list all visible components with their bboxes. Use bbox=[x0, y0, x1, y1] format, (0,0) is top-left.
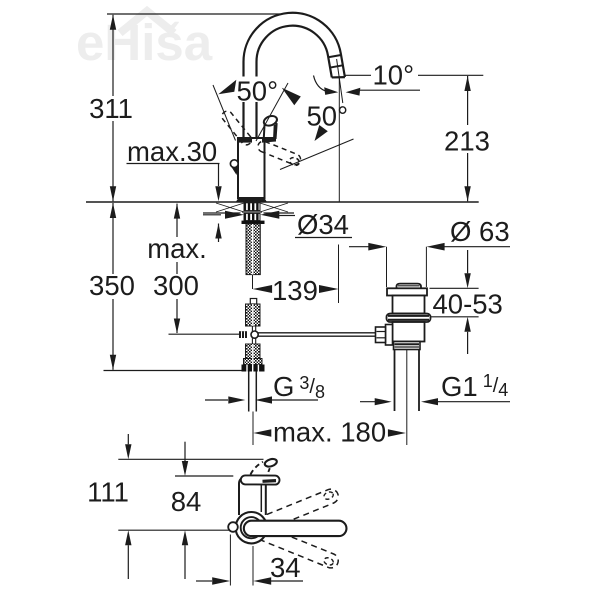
svg-text:10°: 10° bbox=[373, 60, 415, 91]
svg-text:84: 84 bbox=[171, 486, 202, 517]
svg-text:Ø 63: Ø 63 bbox=[450, 216, 510, 247]
svg-text:350: 350 bbox=[89, 270, 135, 301]
svg-text:139: 139 bbox=[272, 275, 318, 306]
svg-text:300: 300 bbox=[153, 270, 199, 301]
svg-text:G1 1/4: G1 1/4 bbox=[441, 371, 508, 402]
svg-text:50°: 50° bbox=[307, 101, 349, 132]
svg-text:213: 213 bbox=[444, 126, 490, 157]
svg-text:34: 34 bbox=[270, 552, 301, 583]
svg-text:max.30: max.30 bbox=[127, 136, 217, 167]
svg-text:50°: 50° bbox=[237, 76, 279, 107]
svg-text:40-53: 40-53 bbox=[433, 289, 503, 320]
svg-text:111: 111 bbox=[87, 477, 129, 508]
svg-text:Ø34: Ø34 bbox=[297, 209, 349, 240]
svg-text:311: 311 bbox=[89, 93, 133, 124]
svg-text:eHiša: eHiša bbox=[76, 14, 213, 71]
svg-text:max. 180: max. 180 bbox=[273, 417, 386, 448]
svg-text:max.: max. bbox=[147, 233, 207, 264]
